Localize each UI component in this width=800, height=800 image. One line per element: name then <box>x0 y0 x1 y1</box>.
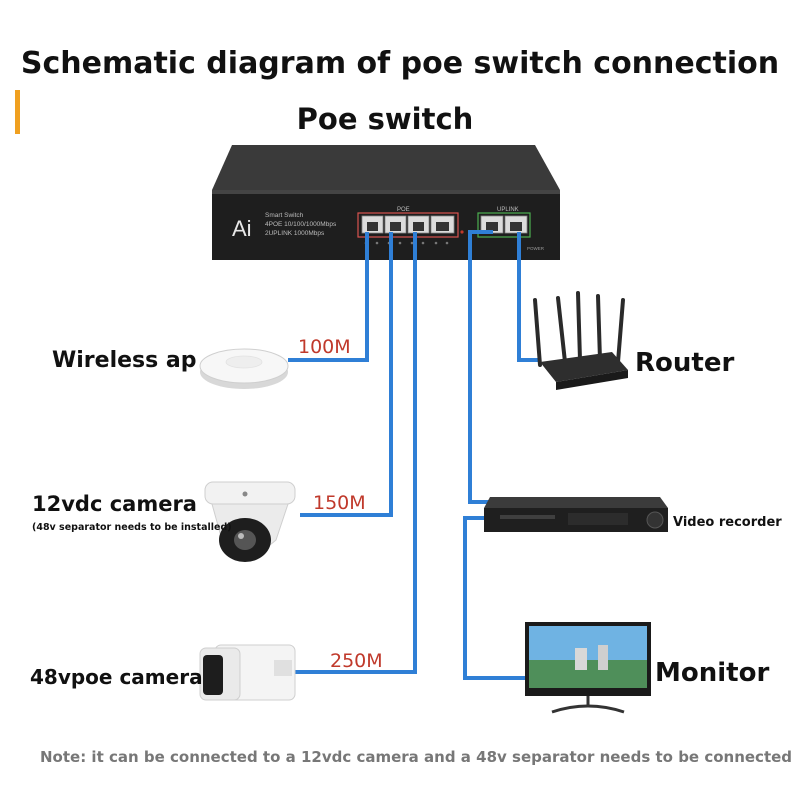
cable-12v-camera <box>300 232 393 517</box>
switch-heading: Poe switch <box>296 102 474 136</box>
label-router: Router <box>635 348 735 378</box>
uplink-port-frame <box>477 212 531 238</box>
cable-monitor <box>463 516 528 680</box>
switch-line1: Smart Switch <box>265 212 304 219</box>
page-title: Schematic diagram of poe switch connecti… <box>20 46 780 81</box>
speed-wireless-ap: 100M <box>298 336 351 358</box>
label-monitor: Monitor <box>655 658 770 688</box>
dome-camera-image <box>204 481 296 562</box>
label-wireless-ap: Wireless ap <box>52 348 197 373</box>
poe-port-holes <box>367 222 449 231</box>
cable-48v-camera <box>287 232 417 674</box>
poe-switch: Ai Smart Switch 4POE 10/100/1000Mbps 2UP… <box>212 145 560 260</box>
label-video-recorder: Video recorder <box>673 515 782 530</box>
poe-port-frame <box>357 212 459 238</box>
switch-line3: 2UPLINK 1000Mbps <box>265 230 325 237</box>
router-image <box>533 291 628 390</box>
cable-wireless-ap <box>288 232 369 362</box>
wireless-ap-image <box>199 348 289 389</box>
note-12vdc-camera: (48v separator needs to be installed) <box>32 522 232 533</box>
monitor-image <box>525 622 651 714</box>
speed-12vdc-camera: 150M <box>313 492 366 514</box>
switch-brand: Ai <box>232 216 252 241</box>
cable-video-recorder <box>468 230 493 504</box>
poe-label: POE <box>397 207 410 213</box>
label-48vpoe-camera: 48vpoe camera <box>30 665 203 689</box>
cable-router <box>517 232 540 362</box>
cables <box>287 230 540 680</box>
power-label: POWER <box>527 246 545 251</box>
uplink-label: UPLINK <box>497 207 519 213</box>
bullet-camera-image <box>199 644 296 701</box>
video-recorder-image <box>484 497 668 532</box>
speed-48vpoe-camera: 250M <box>330 650 383 672</box>
label-12vdc-camera: 12vdc camera <box>32 492 197 516</box>
footnote: Note: it can be connected to a 12vdc cam… <box>40 748 793 766</box>
accent-bar <box>15 90 20 134</box>
switch-line2: 4POE 10/100/1000Mbps <box>265 221 337 228</box>
